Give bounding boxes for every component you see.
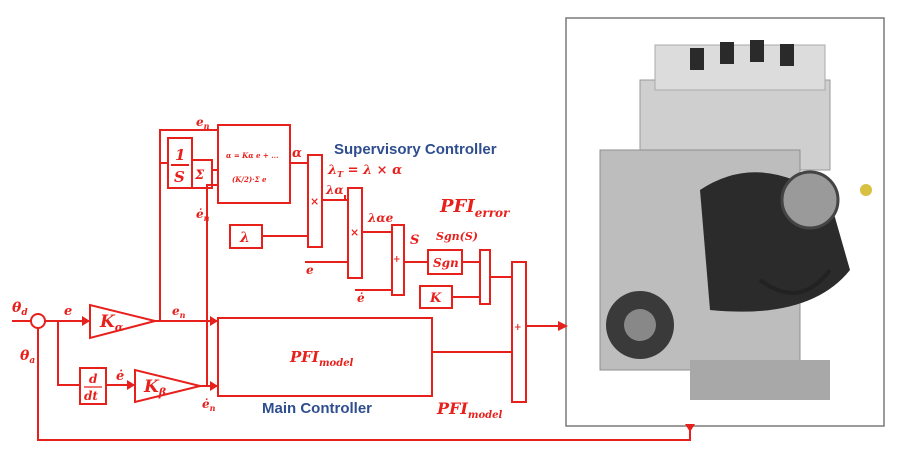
summing-junction xyxy=(31,314,45,328)
supervisory-controller-title: Supervisory Controller xyxy=(334,141,497,158)
alpha-computation-block xyxy=(218,125,290,203)
e-label: e xyxy=(64,304,72,319)
mult-1-sym: × xyxy=(310,195,319,208)
alpha-label: α xyxy=(292,146,302,161)
pfi-model-inner-label: PFImodel xyxy=(289,348,354,369)
sgn-label: Sgn xyxy=(433,256,459,270)
engine-image xyxy=(566,18,884,426)
alpha-formula-bottom: (K/2)·Σ e xyxy=(232,175,267,184)
integrator-num: 1 xyxy=(175,146,185,164)
theta-d-label: θd xyxy=(12,300,28,318)
deriv-den: dt xyxy=(84,389,98,403)
lambda-alpha-label: λα xyxy=(325,183,344,197)
alpha-formula-top: α = Kα e + ... xyxy=(226,151,279,160)
main-controller-title: Main Controller xyxy=(262,400,372,417)
deriv-num: d xyxy=(89,372,98,386)
multiplier-3 xyxy=(480,250,490,304)
sgn-s-label: Sgn(S) xyxy=(436,230,478,243)
e-n-top-label: en xyxy=(196,115,210,131)
e-dot-label: ė xyxy=(116,369,124,384)
e-input-mult2: e xyxy=(306,263,314,277)
k-gain-label: K xyxy=(429,291,442,306)
e-dot-input-sum: ė xyxy=(357,291,365,305)
final-sum-plus: + xyxy=(514,323,522,333)
lambda-gain-label: λ xyxy=(239,230,250,246)
e-n-dot-lower: ėn xyxy=(202,397,216,413)
mult-2-sym: × xyxy=(350,226,359,239)
pfi-error-label: PFIerror xyxy=(439,196,511,220)
pfi-model-block xyxy=(218,318,432,396)
theta-a-label: θa xyxy=(20,348,35,366)
lambda-alpha-e-label: λαe xyxy=(367,211,394,225)
integrator-den: S xyxy=(174,168,185,186)
lambda-t-label: λT = λ × α xyxy=(327,163,402,179)
pfi-model-output-label: PFImodel xyxy=(436,399,502,421)
sum-plus: + xyxy=(393,255,401,265)
s-label: S xyxy=(410,233,419,248)
e-n-label: en xyxy=(172,304,186,320)
sigma-symbol: Σ xyxy=(194,168,205,183)
k-alpha-label: Kα xyxy=(99,312,124,334)
k-beta-label: Kβ xyxy=(143,377,167,399)
